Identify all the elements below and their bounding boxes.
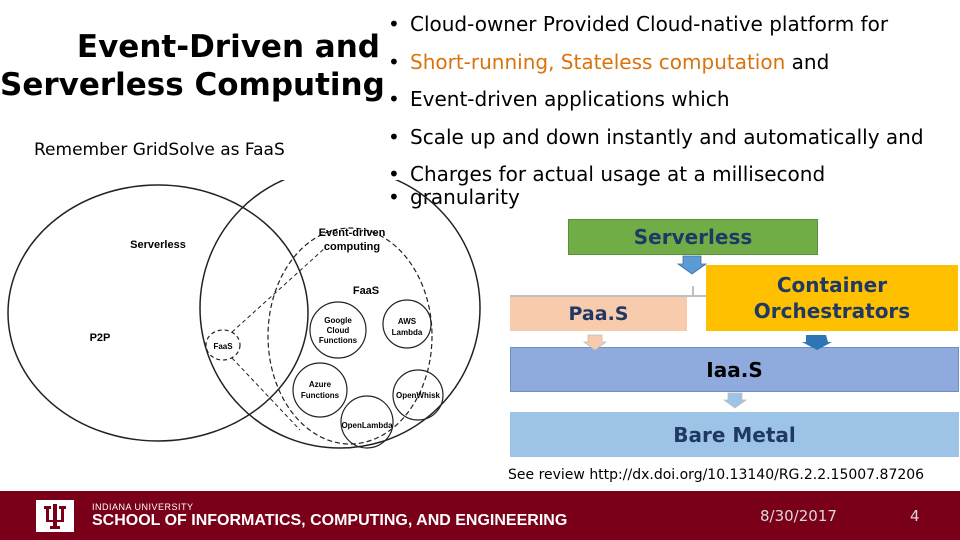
venn-google-label-3: Functions xyxy=(319,336,358,345)
faas-small-circle xyxy=(205,329,241,361)
title-line-1: Event-Driven and xyxy=(76,29,380,65)
container-down-arrow-icon xyxy=(802,335,832,350)
slide-title: Event-Driven and Serverless Computing xyxy=(0,28,385,104)
venn-event-driven-label-2: computing xyxy=(324,241,380,253)
venn-diagram: Serverless Event-driven computing FaaS P… xyxy=(7,180,481,449)
event-driven-circle xyxy=(199,180,481,449)
openlambda-circle xyxy=(340,395,394,449)
bullet-item: Charges for actual usage at a millisecon… xyxy=(388,156,924,194)
bare-metal-box: Bare Metal xyxy=(510,412,959,457)
venn-openwhisk-label: OpenWhisk xyxy=(396,391,441,400)
bullet-item: Scale up and down instantly and automati… xyxy=(388,119,924,157)
slide-subtitle: Remember GridSolve as FaaS xyxy=(34,140,285,160)
footer-page-number: 4 xyxy=(910,507,920,525)
bare-metal-box-label: Bare Metal xyxy=(673,422,796,447)
bullet-list: Cloud-owner Provided Cloud-native platfo… xyxy=(388,6,924,208)
stack-arrows xyxy=(510,255,832,409)
bullet-highlight-text: Short-running, Stateless computation xyxy=(410,49,786,74)
footer-date: 8/30/2017 xyxy=(760,507,837,525)
bullet-text: Scale up and down instantly and automati… xyxy=(410,124,924,149)
iu-trident-logo-icon xyxy=(36,500,74,532)
venn-google-label-2: Cloud xyxy=(327,326,350,335)
bullet-text-suffix: and xyxy=(785,49,830,74)
bullet-continuation-text: granularity xyxy=(410,184,520,209)
container-orchestrators-label: Container Orchestrators xyxy=(754,272,910,324)
venn-aws-label-2: Lambda xyxy=(392,328,423,337)
bullet-text: Charges for actual usage at a millisecon… xyxy=(410,162,826,186)
iaas-box: Iaa.S xyxy=(510,347,959,392)
iaas-box-label: Iaa.S xyxy=(706,357,763,382)
bullet-item: Short-running, Stateless computation and xyxy=(388,44,924,82)
serverless-down-arrow-icon xyxy=(676,255,708,275)
title-line-2: Serverless Computing xyxy=(0,67,385,103)
azure-circle xyxy=(292,362,348,418)
container-orchestrators-box: Container Orchestrators xyxy=(706,265,958,331)
serverless-box: Serverless xyxy=(568,219,818,255)
paas-box: Paa.S xyxy=(510,296,687,331)
faas-connector-top xyxy=(231,247,326,333)
venn-azure-label-2: Functions xyxy=(301,391,340,400)
bullet-item: Event-driven applications which xyxy=(388,81,924,119)
venn-serverless-label: Serverless xyxy=(130,239,186,251)
serverless-circle xyxy=(7,184,309,442)
venn-faas-label: FaaS xyxy=(353,285,379,297)
footer-bar xyxy=(0,491,960,540)
bullet-text: Cloud-owner Provided Cloud-native platfo… xyxy=(410,12,889,36)
venn-p2p-label: P2P xyxy=(90,332,111,344)
bullet-continuation: granularity xyxy=(388,186,924,208)
venn-aws-label-1: AWS xyxy=(398,317,417,326)
faas-connector-bottom xyxy=(231,357,301,431)
venn-azure-label-1: Azure xyxy=(309,380,332,389)
footer-university: INDIANA UNIVERSITY xyxy=(92,502,194,512)
review-citation: See review http://dx.doi.org/10.13140/RG… xyxy=(508,467,925,483)
container-label-line-1: Container xyxy=(776,273,888,297)
venn-event-driven-label-1: Event-driven xyxy=(319,227,386,239)
faas-circle xyxy=(267,227,433,445)
container-label-line-2: Orchestrators xyxy=(753,299,911,323)
bullet-text: Event-driven applications which xyxy=(410,87,730,111)
bullet-item: Cloud-owner Provided Cloud-native platfo… xyxy=(388,6,924,44)
openwhisk-circle xyxy=(392,369,444,421)
iaas-down-arrow-icon xyxy=(722,392,748,409)
paas-box-label: Paa.S xyxy=(568,302,629,325)
aws-circle xyxy=(382,299,432,349)
venn-openlambda-label: OpenLambda xyxy=(341,421,393,430)
venn-google-label-1: Google xyxy=(324,316,352,325)
footer-school-name: SCHOOL OF INFORMATICS, COMPUTING, AND EN… xyxy=(92,512,568,529)
venn-faas-small-label: FaaS xyxy=(213,342,233,351)
serverless-box-label: Serverless xyxy=(633,225,753,249)
paas-down-arrow-icon xyxy=(582,334,608,351)
google-circle xyxy=(309,301,367,359)
